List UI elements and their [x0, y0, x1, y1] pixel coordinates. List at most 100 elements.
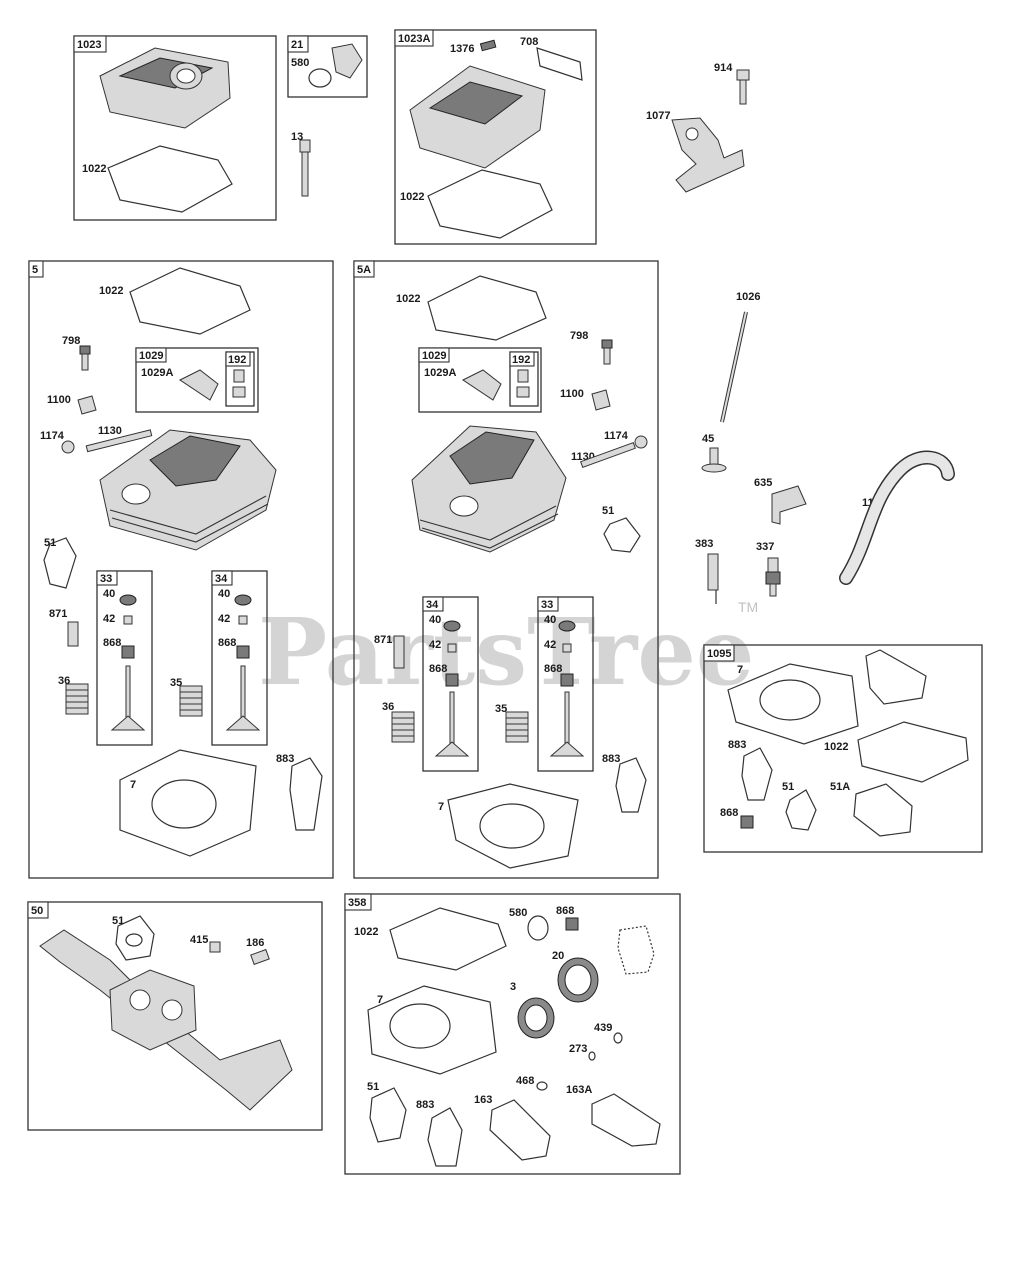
head-gasket-7[interactable]	[119, 749, 257, 857]
gasket-1022[interactable]	[129, 267, 251, 335]
gasket-1022[interactable]	[107, 145, 233, 213]
part-label: 1022	[99, 285, 123, 297]
part-label: 51	[44, 537, 56, 549]
part-label: 7	[737, 664, 743, 676]
breather-45[interactable]: 45	[701, 433, 727, 473]
group-tag-34: 34	[215, 573, 228, 585]
part-label: 1022	[824, 741, 848, 753]
group-tag-192: 192	[228, 354, 246, 366]
part-label: 868	[556, 905, 574, 917]
watermark-tm: TM	[738, 599, 758, 615]
part-label: 883	[602, 753, 620, 765]
group-358[interactable]: 358 1022 580 868 20 7 3 439 273 51 883 1…	[344, 893, 681, 1175]
part-label: 1022	[354, 926, 378, 938]
group-1095[interactable]: 1095 7 883 1022 51 51A 868	[703, 644, 983, 853]
part-label: 42	[429, 639, 441, 651]
valve[interactable]	[549, 691, 585, 757]
group-tag-33: 33	[100, 573, 112, 585]
part-label: 1130	[98, 425, 122, 437]
pushrod-1026[interactable]: 1026	[720, 291, 760, 423]
cylinder-head[interactable]	[99, 429, 277, 551]
rocker-cover-1023A[interactable]	[409, 65, 546, 169]
bracket-1077[interactable]: 1077	[646, 110, 745, 193]
group-21[interactable]: 21 580	[287, 35, 368, 98]
part-label: 798	[62, 335, 80, 347]
intake-manifold[interactable]	[39, 929, 293, 1111]
valve[interactable]	[434, 691, 470, 757]
part-label: 35	[495, 703, 507, 715]
o-ring-580[interactable]	[308, 68, 332, 88]
part-label: 7	[438, 801, 444, 813]
part-label: 883	[276, 753, 294, 765]
part-label: 36	[382, 701, 394, 713]
gasket-1022[interactable]	[427, 169, 553, 239]
rocker-arm[interactable]	[462, 369, 502, 401]
gasket-1022[interactable]	[427, 275, 547, 341]
part-label: 883	[416, 1099, 434, 1111]
part-label: 13	[291, 131, 303, 143]
part-label: 868	[429, 663, 447, 675]
group-5[interactable]: 5 1022 798 1029 1029A 192 1100 1130 1174	[28, 260, 334, 879]
part-label: 42	[103, 613, 115, 625]
group-tag-34: 34	[426, 599, 439, 611]
part-label: 415	[190, 934, 208, 946]
rocker-cover[interactable]	[99, 47, 231, 129]
group-5A[interactable]: 5A 1022 798 1029 1029A 192 1100 1174 113…	[353, 260, 659, 879]
group-tag-5A: 5A	[357, 264, 371, 276]
part-label: 871	[49, 608, 67, 620]
part-label: 439	[594, 1022, 612, 1034]
part-label: 1022	[400, 191, 424, 203]
group-tag-50: 50	[31, 905, 43, 917]
group-1023A[interactable]: 1023A 1376 708 1022	[394, 29, 597, 245]
part-label: 1174	[40, 430, 65, 442]
boot-635[interactable]: 635	[754, 477, 807, 525]
part-label: 163	[474, 1094, 492, 1106]
group-50[interactable]: 50 51 415 186	[27, 901, 323, 1131]
part-label: 3	[510, 981, 516, 993]
rocker-arm[interactable]	[179, 369, 219, 401]
valve[interactable]	[110, 665, 146, 731]
part-label: 914	[714, 62, 733, 74]
part-label: 40	[218, 588, 230, 600]
part-label: 163A	[566, 1084, 592, 1096]
part-label: 798	[570, 330, 588, 342]
part-label: 51	[112, 915, 124, 927]
group-tag-21: 21	[291, 39, 303, 51]
spark-plug-337[interactable]: 337	[756, 541, 781, 597]
part-label: 708	[520, 36, 538, 48]
part-label: 468	[516, 1075, 534, 1087]
part-label: 45	[702, 433, 714, 445]
part-label: 868	[103, 637, 121, 649]
group-tag-358: 358	[348, 897, 366, 909]
part-label: 871	[374, 634, 392, 646]
watermark: PartsTree	[258, 598, 754, 706]
ignition-383[interactable]: 383	[695, 538, 719, 604]
bolt-13[interactable]: 13	[291, 131, 311, 197]
group-tag-1023: 1023	[77, 39, 101, 51]
part-label: 40	[429, 614, 441, 626]
group-tag-1095: 1095	[707, 648, 731, 660]
valve[interactable]	[225, 665, 261, 731]
cylinder-head[interactable]	[411, 425, 567, 553]
part-label: 42	[218, 613, 230, 625]
part-label: 1376	[450, 43, 474, 55]
group-tag-33: 33	[541, 599, 553, 611]
part-label: 51	[782, 781, 794, 793]
group-tag-5: 5	[32, 264, 38, 276]
part-label: 580	[509, 907, 527, 919]
head-gasket-7[interactable]	[447, 783, 579, 869]
group-tag-1023A: 1023A	[398, 33, 430, 45]
part-label: 7	[130, 779, 136, 791]
part-label: 1029A	[141, 367, 173, 379]
group-tag-1029: 1029	[422, 350, 446, 362]
part-label: 40	[103, 588, 115, 600]
part-label: 1022	[82, 163, 106, 175]
bolt-914[interactable]: 914	[714, 62, 750, 105]
group-1023[interactable]: 1023 1022	[73, 35, 277, 221]
part-label: 7	[377, 994, 383, 1006]
oil-fill-cap[interactable]	[331, 43, 363, 79]
hose-11[interactable]: 11	[839, 450, 955, 585]
group-tag-1029: 1029	[139, 350, 163, 362]
part-label: 1077	[646, 110, 670, 122]
